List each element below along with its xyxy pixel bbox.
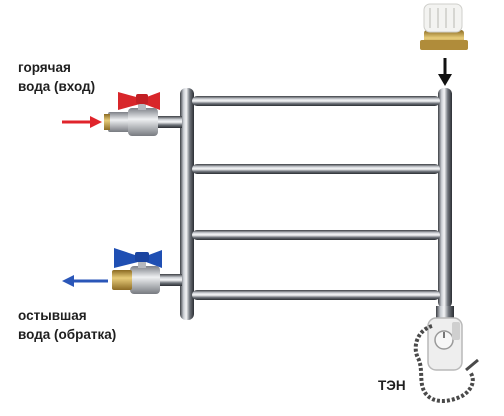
rungs [192, 96, 440, 300]
hot-water-valve [104, 92, 182, 136]
rung-2 [192, 164, 440, 174]
arrow-right-icon [62, 116, 102, 128]
hot-water-label-line2: вода (вход) [18, 79, 96, 94]
cold-water-valve [112, 248, 182, 294]
cold-water-label-line1: остывшая [18, 308, 87, 323]
cold-water-label: остывшая вода (обратка) [18, 306, 116, 344]
rung-1 [192, 96, 440, 106]
arrow-down-icon [438, 58, 452, 86]
heater-label: ТЭН [378, 378, 406, 393]
right-riser-pipe [438, 88, 452, 308]
rung-3 [192, 230, 440, 240]
rung-4 [192, 290, 440, 300]
air-vent-cap [420, 3, 468, 50]
cold-valve-handle [114, 248, 138, 268]
cold-water-label-line2: вода (обратка) [18, 327, 117, 342]
arrow-left-icon [62, 275, 108, 287]
left-riser-pipe [180, 88, 194, 320]
hot-water-label: горячая вода (вход) [18, 58, 95, 96]
hot-water-label-line1: горячая [18, 60, 71, 75]
hot-valve-handle [118, 92, 140, 110]
heating-element [413, 306, 479, 403]
